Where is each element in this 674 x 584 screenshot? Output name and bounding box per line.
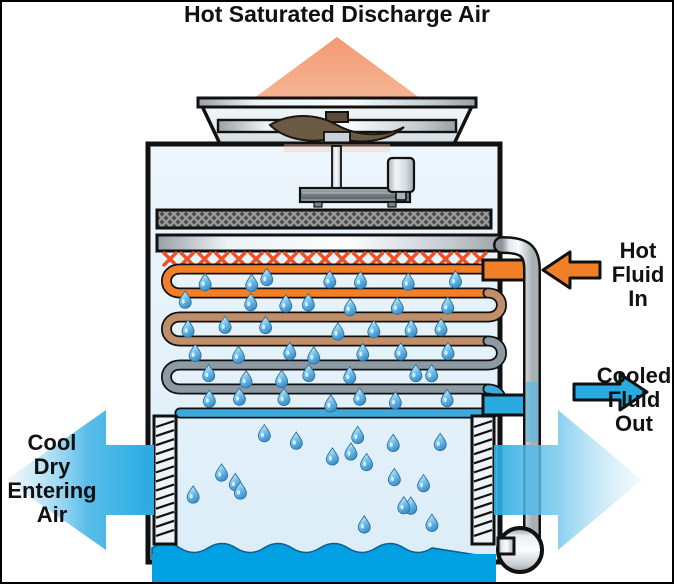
hot-fluid-in-line-3: In — [628, 286, 648, 311]
spray-nozzle-mark — [162, 251, 178, 267]
spray-nozzle-mark — [213, 251, 230, 267]
louver-slat — [155, 438, 175, 447]
spray-nozzle-mark — [334, 251, 350, 267]
louver-slat — [155, 429, 175, 438]
louver-slat — [155, 501, 175, 510]
louver-slat — [473, 438, 493, 447]
basin — [151, 542, 497, 582]
louver-slat — [155, 474, 175, 483]
louver-slat — [155, 465, 175, 474]
cool-air-line-1: Cool — [28, 430, 77, 455]
louver-slat — [155, 510, 175, 519]
coil — [161, 263, 507, 419]
spray-header — [155, 233, 500, 253]
spray-nozzle-mark — [351, 251, 368, 267]
spray-nozzle-mark — [403, 251, 419, 267]
louver-slat — [155, 447, 175, 456]
louver-slat — [473, 429, 493, 438]
louver-slat — [155, 519, 175, 528]
fan-blade — [268, 111, 405, 147]
gearbox — [298, 186, 412, 208]
coil-pass-2 — [162, 289, 506, 345]
louver-slat — [473, 447, 493, 456]
spray-nozzle-mark — [437, 251, 454, 267]
louver-slat — [473, 419, 493, 429]
spray-nozzle-mark — [282, 251, 299, 267]
cool-air-arrow-left — [6, 410, 154, 550]
cool-air-arrow-right — [494, 410, 642, 550]
louver-slat — [155, 419, 175, 429]
drift-eliminator — [155, 208, 493, 230]
louver-slat — [155, 528, 175, 537]
coil-pass-3 — [162, 337, 506, 393]
hot-fluid-in-label: Hot Fluid In — [612, 238, 665, 311]
louver-slat — [473, 483, 493, 492]
spray-nozzle-mark — [265, 251, 282, 267]
louver-slat — [473, 492, 493, 501]
spray-nozzle-mark — [317, 251, 333, 267]
spray-nozzle-mark — [368, 251, 385, 267]
pump — [496, 526, 544, 574]
louvers-left — [152, 414, 178, 546]
spray-nozzle-mark — [455, 251, 471, 267]
cooled-fluid-out-line-3: Out — [615, 411, 654, 436]
fan-shaft — [331, 145, 342, 193]
louver-slat — [155, 492, 175, 501]
louver-slat — [473, 528, 493, 537]
hot-fluid-in-arrow — [541, 250, 602, 290]
spray-nozzle-mark — [300, 251, 316, 267]
cooled-fluid-out-label: Cooled Fluid Out — [597, 363, 672, 436]
louver-slat — [473, 465, 493, 474]
louver-slat — [473, 474, 493, 483]
spray-nozzle-mark — [231, 251, 247, 267]
hot-fluid-in-line-1: Hot — [620, 238, 657, 263]
louvers-right — [470, 414, 496, 546]
coil-pass-1 — [162, 265, 492, 297]
louver-slat — [473, 501, 493, 510]
spray-nozzle-mark — [248, 251, 264, 267]
page-title: Hot Saturated Discharge Air — [184, 2, 490, 27]
louver-slat — [473, 510, 493, 519]
louver-slat — [155, 483, 175, 492]
hot-fluid-in-line-2: Fluid — [612, 262, 665, 287]
spray-nozzle-mark — [420, 251, 437, 267]
cooled-fluid-out-line-1: Cooled — [597, 363, 672, 388]
cool-air-line-3: Entering — [7, 478, 96, 503]
spray-nozzle-mark — [196, 251, 213, 267]
louver-slat — [473, 456, 493, 465]
cool-air-line-2: Dry — [34, 454, 71, 479]
cool-dry-entering-air-label: Cool Dry Entering Air — [7, 430, 96, 527]
cooled-fluid-out-line-2: Fluid — [608, 387, 661, 412]
spray-nozzle-mark — [386, 251, 402, 267]
motor — [386, 156, 416, 201]
louver-slat — [155, 456, 175, 465]
riser-pipe — [493, 236, 541, 549]
cool-air-line-4: Air — [37, 502, 68, 527]
louver-slat — [473, 519, 493, 528]
cooled-fluid-out-arrow — [572, 372, 649, 412]
spray-nozzle-mark — [179, 251, 195, 267]
